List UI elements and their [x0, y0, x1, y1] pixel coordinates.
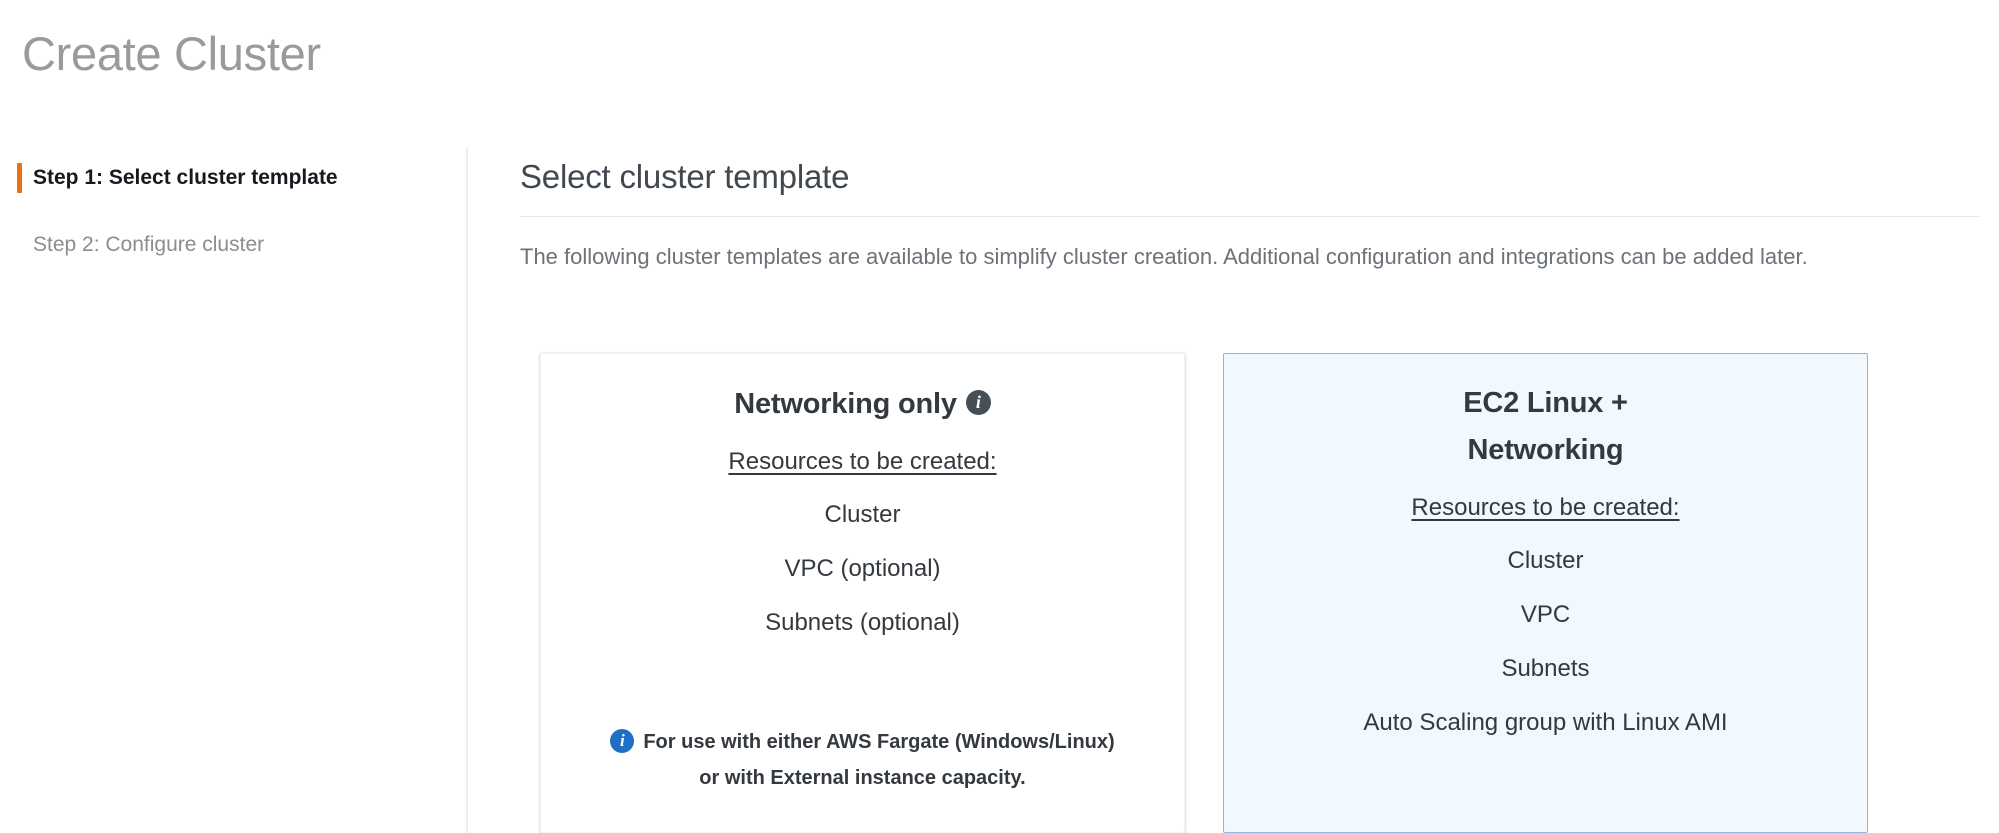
wizard-steps-sidebar: Step 1: Select cluster template Step 2: … [0, 148, 468, 833]
resource-item: VPC [1520, 601, 1571, 628]
resources-label: Resources to be created: [728, 447, 997, 475]
section-description: The following cluster templates are avai… [520, 244, 1808, 269]
main-content: Select cluster template The following cl… [520, 148, 1999, 833]
card-footnote-line-1: For use with either AWS Fargate (Windows… [643, 731, 1115, 753]
resource-item: Cluster [824, 500, 901, 528]
sidebar-step-1[interactable]: Step 1: Select cluster template [0, 160, 466, 196]
card-title-text: Networking only [734, 387, 957, 420]
active-step-marker [17, 163, 22, 193]
resource-item: VPC (optional) [784, 554, 941, 582]
resources-label: Resources to be created: [1411, 494, 1680, 521]
card-title: EC2 Linux + Networking [1248, 380, 1843, 474]
template-card-ec2-linux-networking[interactable]: EC2 Linux + Networking Resources to be c… [1223, 353, 1868, 833]
sidebar-step-2-label: Step 2: Configure cluster [33, 233, 265, 256]
sidebar-step-1-label: Step 1: Select cluster template [33, 166, 338, 189]
resource-item: Subnets [1501, 655, 1590, 682]
card-title-line-1: EC2 Linux + [1463, 387, 1628, 419]
info-icon: i [610, 728, 635, 753]
resource-item: Cluster [1507, 547, 1584, 574]
section-divider [520, 216, 1979, 217]
info-icon[interactable]: i [957, 387, 991, 419]
resource-item: Subnets (optional) [765, 608, 960, 636]
section-title: Select cluster template [520, 158, 850, 195]
card-title-line-2: Networking [1467, 434, 1624, 466]
card-footnote-line-2: or with External instance capacity. [699, 767, 1026, 789]
sidebar-step-2[interactable]: Step 2: Configure cluster [0, 227, 466, 263]
page-title: Create Cluster [22, 27, 321, 80]
resource-item: Auto Scaling group with Linux AMI [1363, 709, 1728, 736]
card-footnote: i For use with either AWS Fargate (Window… [591, 724, 1134, 796]
